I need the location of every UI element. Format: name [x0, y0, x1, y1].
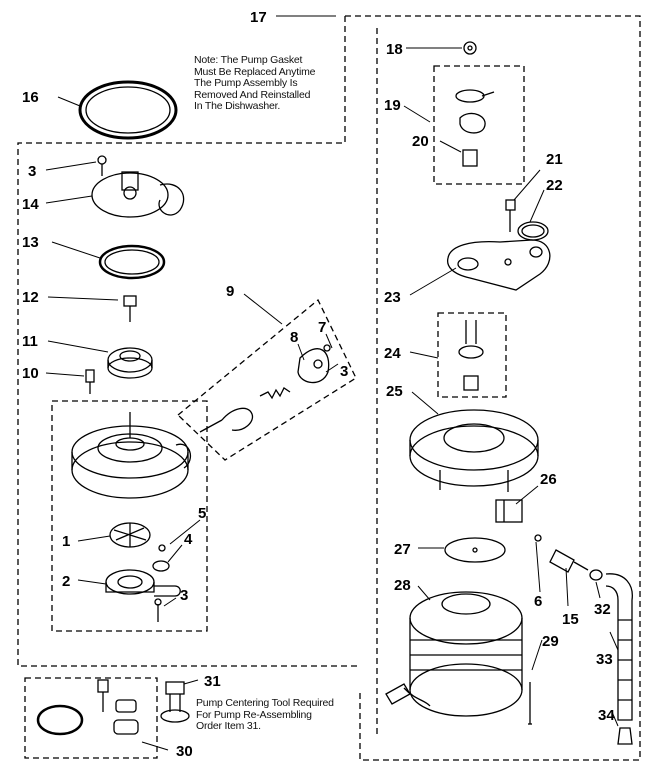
callout-numbers: 17 18 19 20 21 22 23 24 25 26 27 28 29 1…: [22, 9, 615, 760]
callout-2: 2: [62, 573, 70, 590]
screw-3-bottom: [154, 598, 162, 622]
callout-6: 6: [534, 593, 542, 610]
strainer-1: [109, 522, 151, 548]
callout-5: 5: [198, 505, 206, 522]
callout-15: 15: [562, 611, 579, 628]
callout-8: 8: [290, 329, 298, 346]
gasket-kit-30: [36, 679, 139, 736]
callout-9: 9: [226, 283, 234, 300]
screw-3-top: [97, 155, 107, 176]
callout-20: 20: [412, 133, 429, 150]
callout-25: 25: [386, 383, 403, 400]
callout-14: 14: [22, 196, 39, 213]
seal-ring-13: [98, 244, 166, 280]
callout-4: 4: [184, 531, 193, 548]
callout-28: 28: [394, 577, 411, 594]
screw-29: [528, 682, 532, 725]
callout-1: 1: [62, 533, 70, 550]
pump-gasket-16: [78, 80, 178, 140]
motor-28: [385, 591, 523, 717]
nut-12: [123, 295, 137, 322]
centering-tool-note: Pump Centering Tool Required For Pump Re…: [196, 697, 334, 732]
motor-mount-25: [409, 409, 539, 492]
leader-lines: [45, 15, 619, 751]
o-ring-5-4: [152, 544, 170, 572]
slinger-27: [444, 537, 506, 563]
callout-32: 32: [594, 601, 611, 618]
gasket-note: Note: The Pump Gasket Must Be Replaced A…: [194, 54, 316, 112]
shaft-24: [458, 320, 484, 391]
pump-housing-14: [91, 171, 185, 218]
check-valve-assembly-9: [199, 344, 331, 433]
callout-7: 7: [318, 319, 326, 336]
nut-18: [463, 41, 477, 55]
callout-34: 34: [598, 707, 615, 724]
pump-chamber: [71, 412, 192, 499]
callout-33: 33: [596, 651, 613, 668]
callout-16: 16: [22, 89, 39, 106]
centering-tool-31: [160, 681, 190, 723]
callout-21: 21: [546, 151, 563, 168]
callout-3: 3: [28, 163, 36, 180]
callout-27: 27: [394, 541, 411, 558]
clip-26: [495, 499, 523, 523]
callout-24: 24: [384, 345, 401, 362]
callout-31: 31: [204, 673, 221, 690]
callout-13: 13: [22, 234, 39, 251]
callout-3-valve: 3: [340, 363, 348, 380]
callout-26: 26: [540, 471, 557, 488]
callout-19: 19: [384, 97, 401, 114]
screw-10: [85, 369, 95, 394]
callout-17: 17: [250, 9, 267, 26]
gasket-22: [517, 221, 549, 241]
callout-10: 10: [22, 365, 39, 382]
callout-18: 18: [386, 41, 403, 58]
screw-21: [505, 199, 516, 232]
callout-12: 12: [22, 289, 39, 306]
callout-3-bottom: 3: [180, 587, 188, 604]
callout-22: 22: [546, 177, 563, 194]
callout-11: 11: [22, 333, 38, 350]
clutch-19-20: [455, 89, 495, 167]
hose-fittings: [534, 534, 633, 745]
base-2: [105, 569, 181, 597]
impeller-11: [107, 347, 153, 379]
assembly-outlines: [17, 15, 641, 761]
bracket-23: [446, 239, 551, 291]
callout-30: 30: [176, 743, 193, 760]
callout-29: 29: [542, 633, 559, 650]
callout-23: 23: [384, 289, 401, 306]
